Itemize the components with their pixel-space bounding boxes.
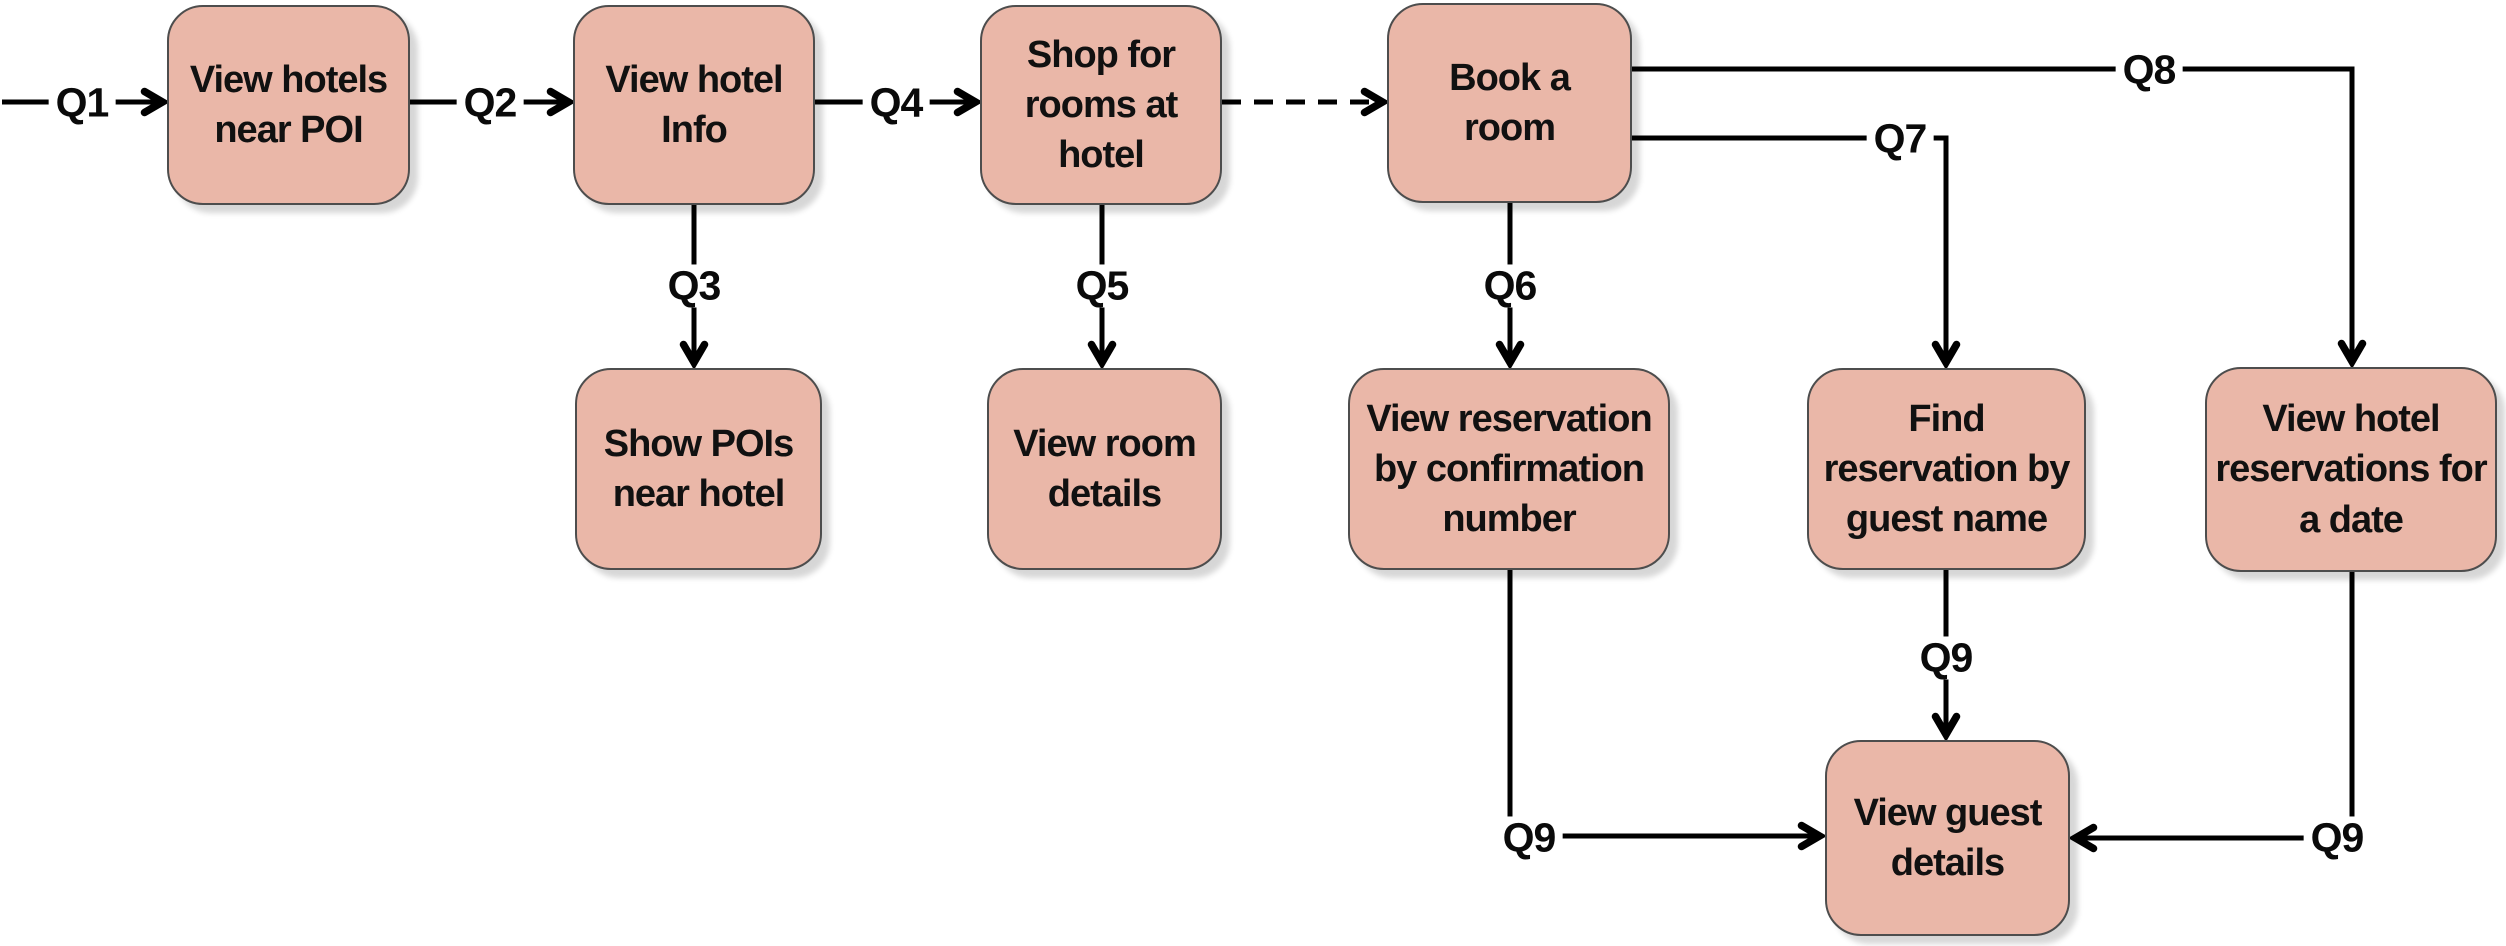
edge-label-q9-date: Q9 [2303,816,2371,860]
edge-q7-line [1632,135,1946,361]
node-view-room-details: View room details [987,368,1222,570]
edge-label-q1: Q1 [48,81,116,125]
node-book-a-room: Book a room [1387,3,1632,203]
edge-label-q7: Q7 [1866,117,1934,161]
edge-label-q5: Q5 [1068,264,1136,308]
edge-label-q2: Q2 [456,81,524,125]
edge-label-q8: Q8 [2115,48,2183,92]
node-view-hotel-reservations-for-a-date: View hotel reservations for a date [2205,367,2497,572]
edge-q8-line [1632,66,2352,360]
edge-label-q4: Q4 [862,81,930,125]
edge-label-q6: Q6 [1476,264,1544,308]
edge-label-q9-guest-name: Q9 [1912,636,1980,680]
node-view-guest-details: View guest details [1825,740,2070,936]
node-shop-for-rooms-at-hotel: Shop for rooms at hotel [980,5,1222,205]
node-view-reservation-by-confirmation-number: View reservation by confirmation number [1348,368,1670,570]
edge-label-q3: Q3 [660,264,728,308]
edge-q9c-line [2077,572,2355,838]
node-find-reservation-by-guest-name: Find reservation by guest name [1807,368,2086,570]
edge-q9a-line [1507,570,1818,836]
node-show-pois-near-hotel: Show POIs near hotel [575,368,822,570]
edge-label-q9-confirmation: Q9 [1495,816,1563,860]
node-view-hotels-near-poi: View hotels near POI [167,5,410,205]
node-view-hotel-info: View hotel Info [573,5,815,205]
